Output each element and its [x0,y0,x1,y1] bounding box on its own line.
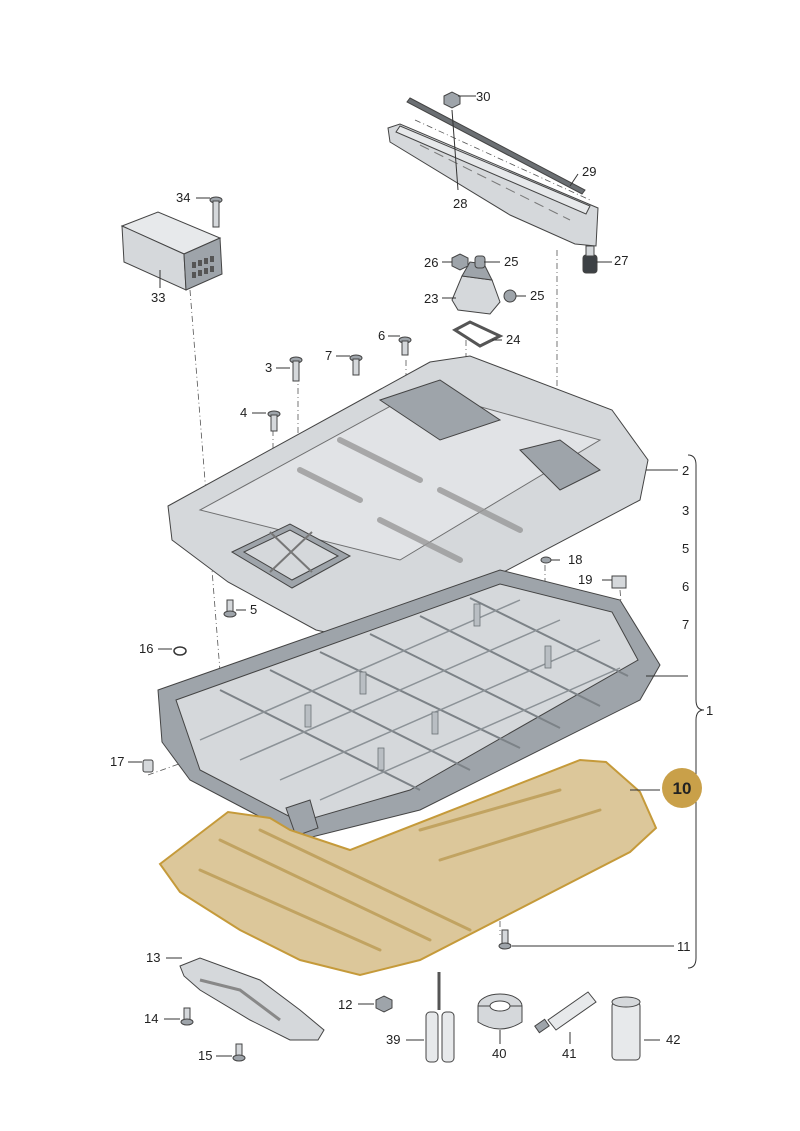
callout-group-6[interactable]: 6 [682,579,689,594]
screw-6 [398,336,412,356]
callout-28[interactable]: 28 [453,196,467,211]
callout-2[interactable]: 2 [682,463,689,478]
screw-34 [209,196,223,228]
callout-1[interactable]: 1 [706,703,713,718]
part-19 [611,575,627,589]
screw-11 [498,929,512,950]
callout-11[interactable]: 11 [677,939,691,954]
callout-18[interactable]: 18 [568,552,582,567]
callout-23[interactable]: 23 [424,291,438,306]
group-brace [687,454,705,969]
callout-19[interactable]: 19 [578,572,592,587]
bracket-13 [179,957,325,1041]
callout-24[interactable]: 24 [506,332,520,347]
screw-5 [223,599,237,618]
screw-15 [232,1043,246,1062]
o-ring-16 [173,646,187,656]
plug-27 [582,245,598,274]
cap-25b [503,289,517,303]
callout-33[interactable]: 33 [151,290,165,305]
callout-3[interactable]: 3 [265,360,272,375]
callout-27[interactable]: 27 [614,253,628,268]
control-module-33 [120,211,223,291]
callout-14[interactable]: 14 [144,1011,158,1026]
battery-top-cover-2 [167,355,649,641]
screw-14 [180,1007,194,1026]
callout-30[interactable]: 30 [476,89,490,104]
highlight-badge-10[interactable]: 10 [662,768,702,808]
screw-4 [267,410,281,432]
adhesive-cartridge-39 [425,972,455,1063]
gasket-24 [452,320,504,348]
sealant-tube-41 [534,991,597,1034]
part-17 [142,759,154,773]
callout-26[interactable]: 26 [424,255,438,270]
callout-13[interactable]: 13 [146,950,160,965]
callout-4[interactable]: 4 [240,405,247,420]
callout-group-3[interactable]: 3 [682,503,689,518]
callout-6[interactable]: 6 [378,328,385,343]
nut-30 [443,91,461,109]
callout-labels: 30 29 28 27 26 25 23 25 24 34 33 3 4 6 7… [110,89,713,1063]
underbody-protection-plate-10 [158,758,658,977]
callout-25a[interactable]: 25 [504,254,518,269]
screw-3 [289,356,303,382]
badge-label-10: 10 [673,779,692,798]
cover-strip-28 [387,123,599,247]
callout-25b[interactable]: 25 [530,288,544,303]
callout-34[interactable]: 34 [176,190,190,205]
callout-16[interactable]: 16 [139,641,153,656]
callout-12[interactable]: 12 [338,997,352,1012]
screw-7 [349,354,363,376]
leader-lines [128,95,688,1057]
nut-12 [375,995,393,1013]
callout-29[interactable]: 29 [582,164,596,179]
callout-39[interactable]: 39 [386,1032,400,1047]
callout-group-5[interactable]: 5 [682,541,689,556]
seal-strip-29 [406,97,586,195]
callout-15[interactable]: 15 [198,1048,212,1063]
callout-41[interactable]: 41 [562,1046,576,1061]
tape-roll-40 [477,993,523,1030]
callout-7[interactable]: 7 [325,348,332,363]
battery-housing-frame [157,569,661,841]
callout-17[interactable]: 17 [110,754,124,769]
part-18 [540,556,552,564]
callout-5[interactable]: 5 [250,602,257,617]
callout-42[interactable]: 42 [666,1032,680,1047]
callout-group-7[interactable]: 7 [682,617,689,632]
callout-40[interactable]: 40 [492,1046,506,1061]
can-42 [611,996,641,1061]
nut-26 [451,253,469,271]
cap-25a [474,255,486,269]
